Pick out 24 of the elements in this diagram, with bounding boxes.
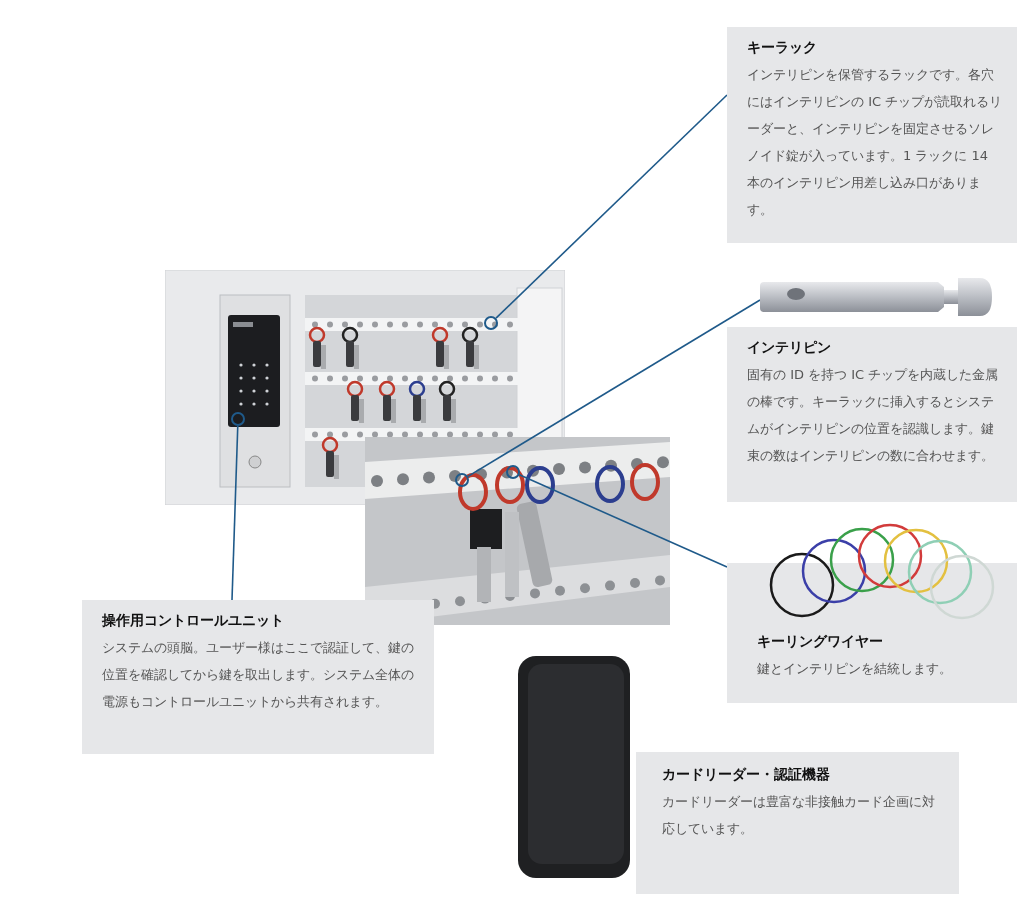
leader-line bbox=[231, 425, 239, 601]
description: インテリピンを保管するラックです。各穴にはインテリピンの IC チップが読取れるリーダーと、インテリピンを固定させるソレノイド錠が入っています。1 ラックに 14 本のインテリピン用差し込み口があります。 bbox=[747, 66, 1003, 219]
key-rail-closeup-drawing bbox=[365, 437, 670, 625]
leader-line bbox=[518, 474, 728, 568]
info-card bbox=[727, 27, 1017, 243]
target-circle bbox=[506, 465, 520, 479]
heading: キーラック bbox=[747, 39, 818, 57]
info-card bbox=[727, 327, 1017, 502]
target-circle bbox=[484, 316, 498, 330]
info-card bbox=[636, 752, 959, 894]
info-card bbox=[727, 563, 1017, 703]
target-circle bbox=[455, 473, 469, 487]
leader-line bbox=[467, 299, 761, 478]
heading: 操作用コントロールユニット bbox=[102, 612, 285, 630]
description: システムの頭脳。ユーザー様はここで認証して、鍵の位置を確認してから鍵を取出します。システム全体の電源もコントロールユニットから共有されます。 bbox=[102, 639, 415, 711]
heading: インテリピン bbox=[747, 339, 832, 357]
target-circle bbox=[231, 412, 245, 426]
description: カードリーダーは豊富な非接触カード企画に対応しています。 bbox=[662, 793, 936, 838]
leader-line bbox=[495, 94, 728, 319]
heading: キーリングワイヤー bbox=[757, 633, 884, 651]
info-card bbox=[82, 600, 434, 754]
description: 固有の ID を持つ IC チップを内蔵した金属の棒です。キーラックに挿入するとシステムがインテリピンの位置を認識します。鍵束の数はインテリピンの数に合わせます。 bbox=[747, 366, 1000, 465]
description: 鍵とインテリピンを結統します。 bbox=[757, 660, 953, 678]
heading: カードリーダー・認証機器 bbox=[662, 766, 831, 784]
